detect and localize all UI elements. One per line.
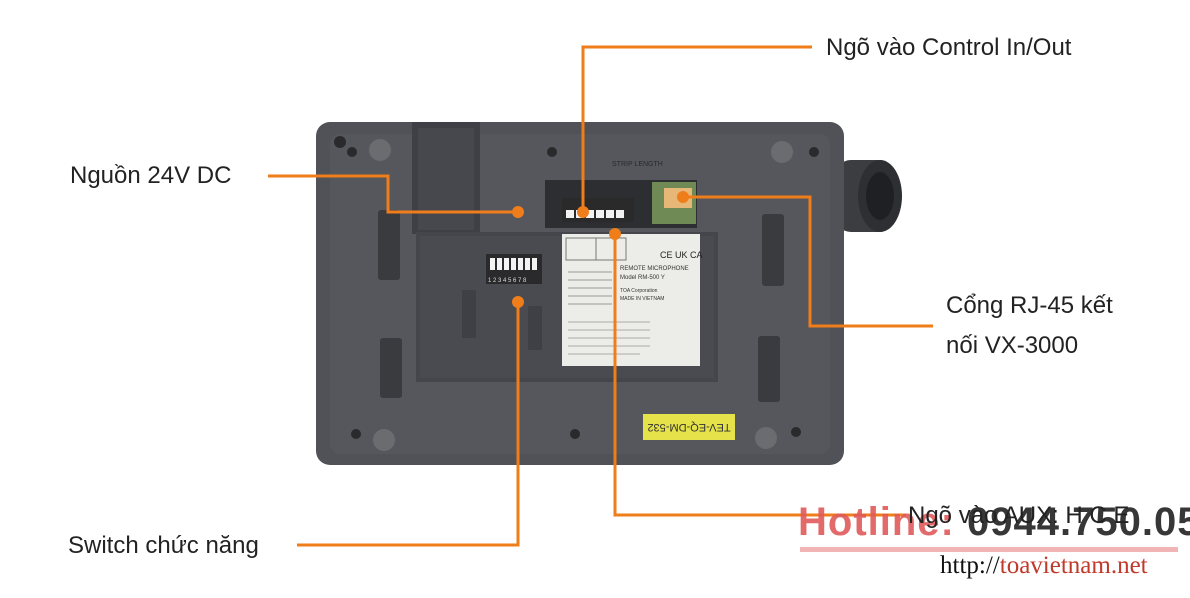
label-line-1: REMOTE MICROPHONE bbox=[620, 266, 689, 272]
label-switch: Switch chức năng bbox=[68, 532, 259, 559]
label-aux: Ngõ vào AUX: H C E bbox=[908, 502, 1130, 529]
label-control-io: Ngõ vào Control In/Out bbox=[826, 34, 1072, 61]
url-separator: :// bbox=[978, 552, 1000, 579]
label-line-3: TOA Corporation bbox=[620, 288, 658, 294]
hotline-watermark: Hotline: 0944.750.057 bbox=[798, 500, 1190, 545]
leader-switch bbox=[297, 302, 520, 547]
hotline-label: Hotline: bbox=[798, 500, 955, 544]
url-domain: toavietnam.net bbox=[999, 552, 1148, 579]
yellow-sticker: TEV-EQ-DM-532 bbox=[643, 414, 735, 440]
label-power: Nguồn 24V DC bbox=[70, 162, 232, 189]
leader-aux bbox=[613, 234, 906, 517]
dip-numbers: 1 2 3 4 5 6 7 8 bbox=[488, 278, 527, 284]
sticker-text: TEV-EQ-DM-532 bbox=[647, 421, 730, 433]
hotline-underline bbox=[800, 547, 1178, 552]
mounting-slots bbox=[378, 210, 784, 402]
url-prefix: http bbox=[940, 552, 979, 579]
label-rj45-line2: nối VX-3000 bbox=[946, 332, 1079, 359]
leader-control bbox=[581, 45, 812, 212]
product-label: REMOTE MICROPHONE Model RM-500 Y TOA Cor… bbox=[562, 234, 703, 366]
side-connector bbox=[835, 160, 902, 232]
rj45-board bbox=[652, 182, 696, 224]
hotline-number: 0944.750.057 bbox=[967, 500, 1190, 544]
dip-switch: 1 2 3 4 5 6 7 8 bbox=[486, 254, 542, 284]
label-rj45-line1: Cổng RJ-45 kết bbox=[946, 292, 1113, 319]
strip-length-print: STRIP LENGTH bbox=[612, 161, 663, 168]
leader-rj45 bbox=[683, 195, 933, 328]
screw-holes bbox=[334, 136, 819, 451]
label-line-4: MADE IN VIETNAM bbox=[620, 296, 664, 302]
leader-power bbox=[268, 174, 518, 214]
leader-lines bbox=[268, 45, 933, 547]
terminal-block bbox=[562, 198, 634, 222]
ce-marks: CE UK CA bbox=[660, 250, 703, 260]
label-line-2: Model RM-500 Y bbox=[620, 275, 665, 281]
leader-dots bbox=[512, 191, 689, 308]
website-url: http://toavietnam.net bbox=[940, 552, 1148, 580]
